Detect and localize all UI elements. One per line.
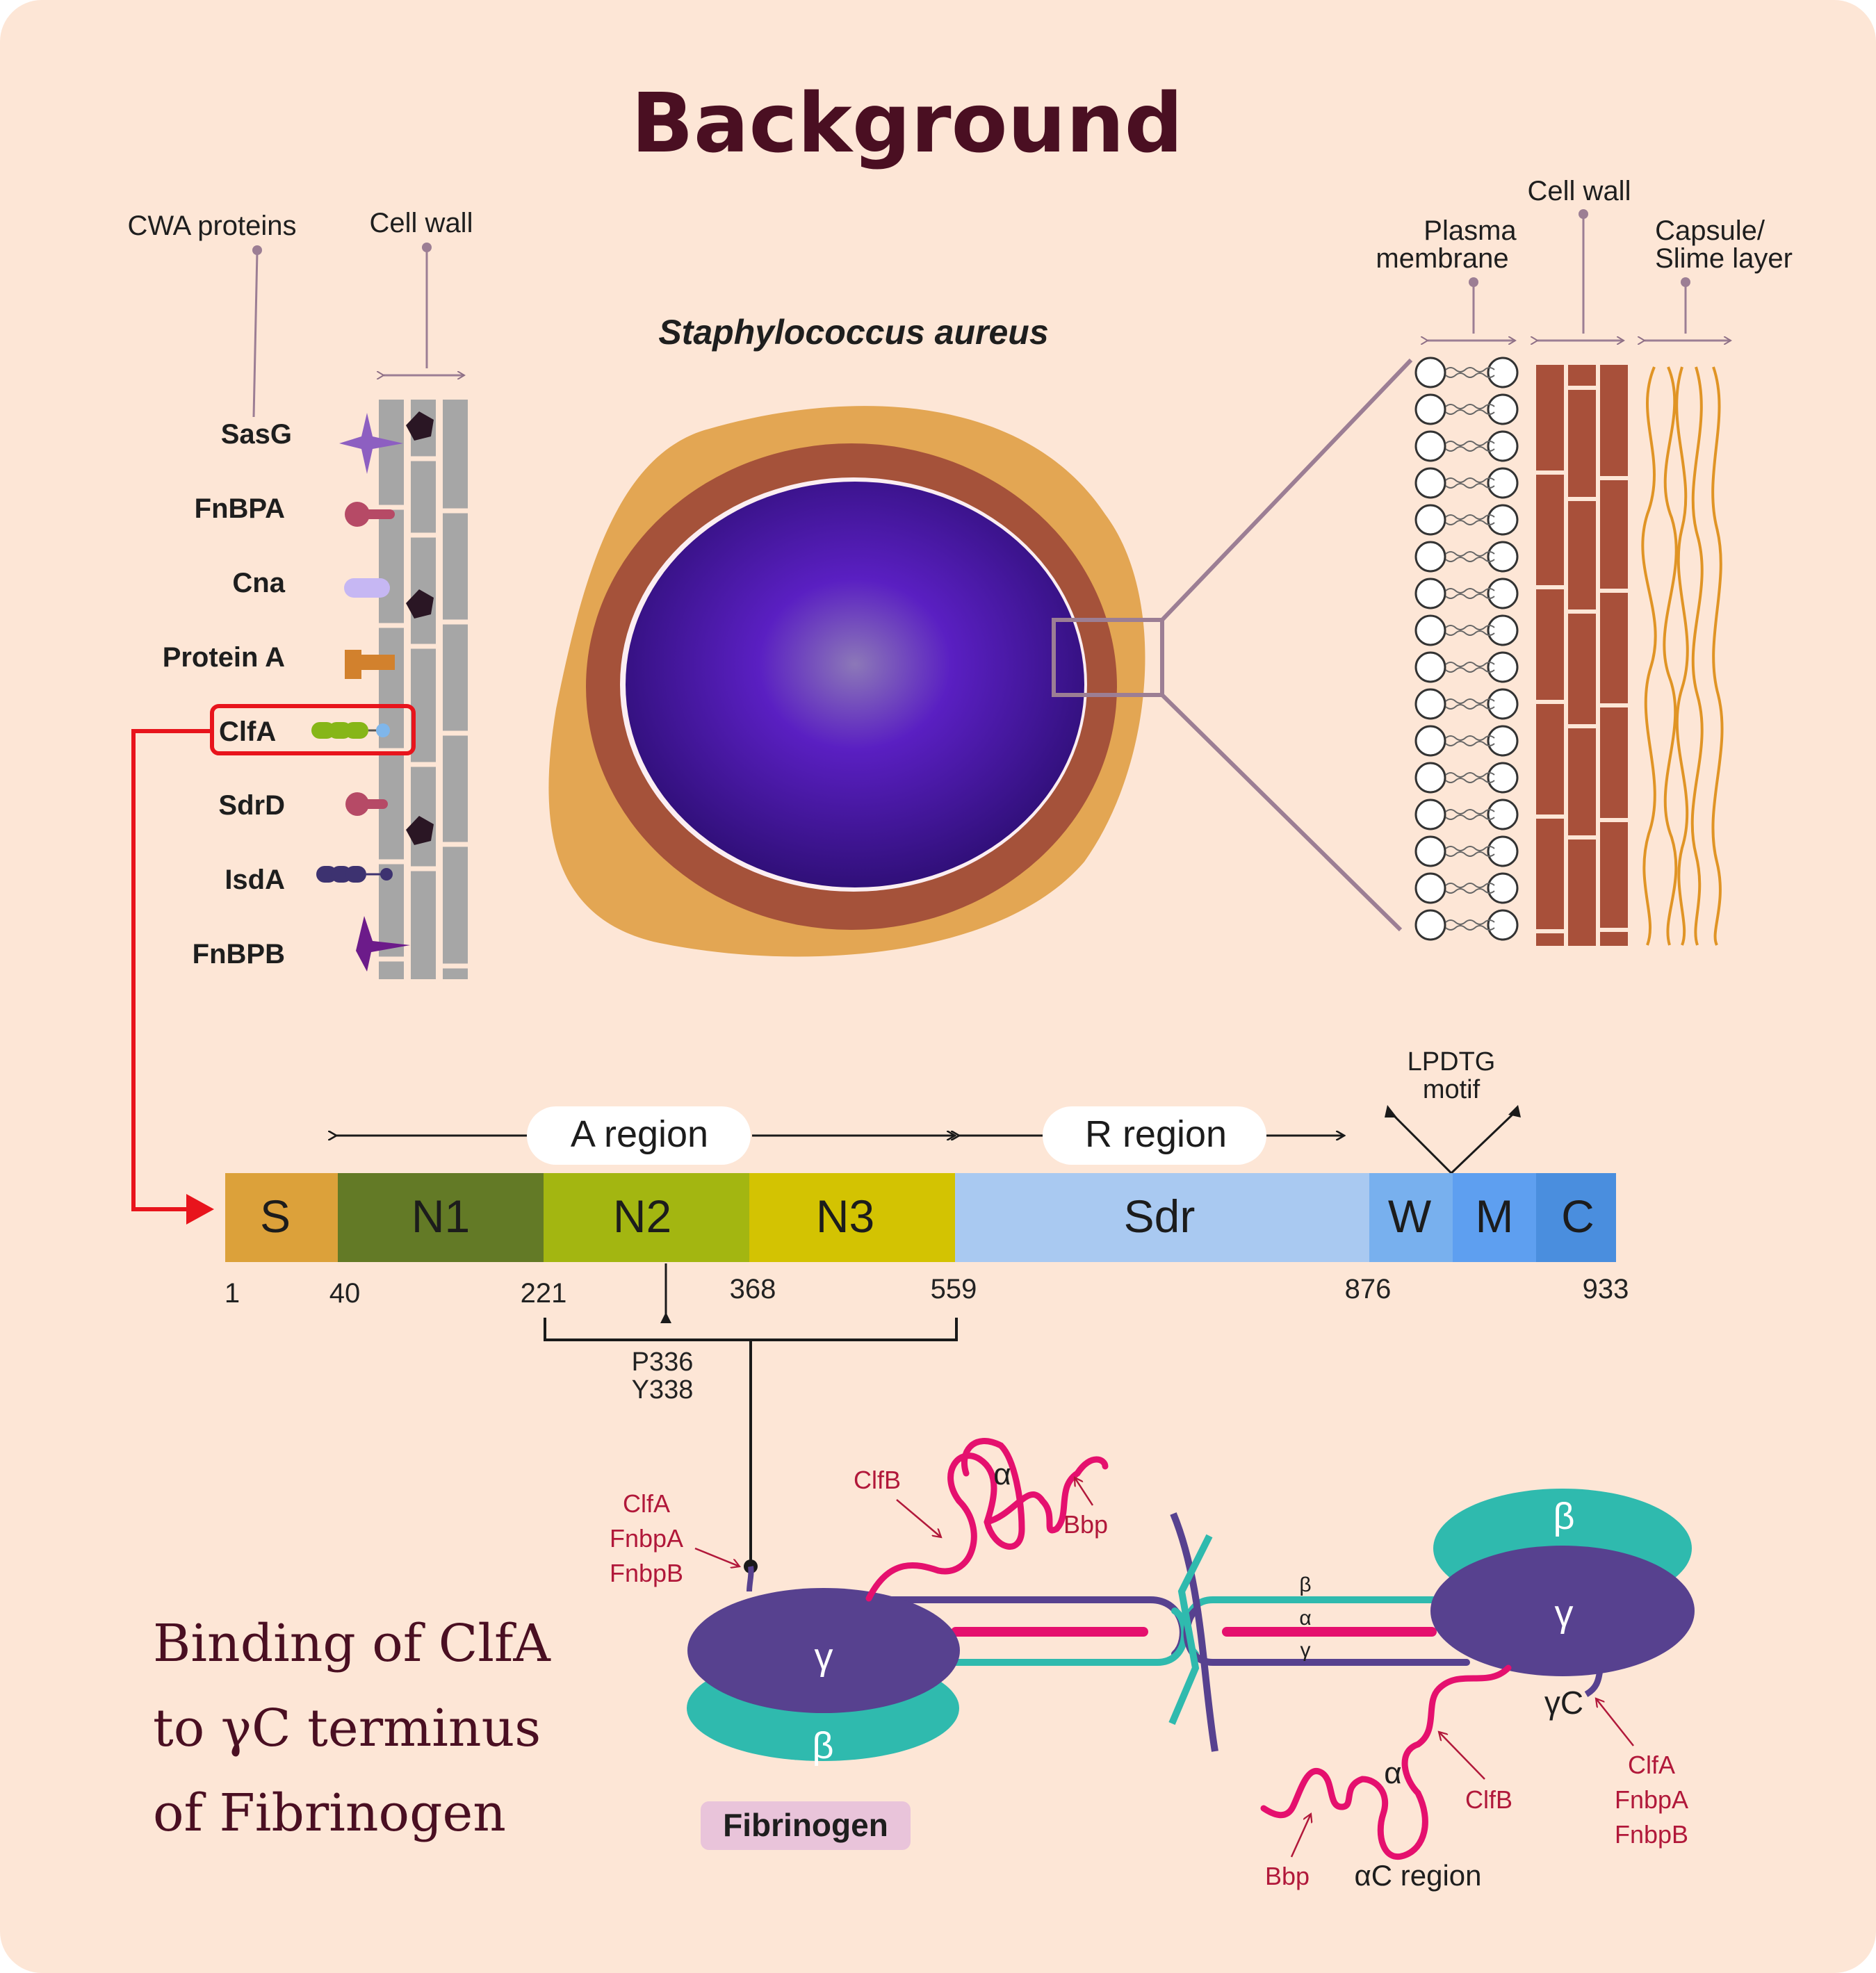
gamma-c-label: γC — [1544, 1685, 1583, 1721]
right-alpha-chain — [1260, 1664, 1512, 1860]
protein-label-sasg: SasG — [221, 419, 292, 450]
phospholipid-bilayer — [1414, 357, 1519, 941]
segment-sdr-label: Sdr — [1124, 1190, 1196, 1242]
right-gamma-domain — [1430, 1546, 1695, 1676]
caption: Binding of ClfA to γC terminus of Fibrin… — [153, 1614, 551, 1843]
position-368: 368 — [730, 1274, 776, 1304]
binding-annotations: ClfA FnbpA FnbpB ClfB Bbp ClfA FnbpA Fnb… — [610, 1466, 1688, 1890]
segment-n2 — [544, 1173, 749, 1262]
position-876: 876 — [1345, 1274, 1392, 1304]
segment-n2-label: N2 — [613, 1190, 671, 1242]
segment-m — [1453, 1173, 1536, 1262]
segment-m-label: M — [1476, 1190, 1514, 1242]
right-binder-fnbpa: FnbpA — [1615, 1785, 1688, 1814]
protein-a-icon — [345, 650, 395, 679]
clfa-icon — [311, 722, 390, 739]
sdrd-icon — [345, 792, 388, 816]
organism-name: Staphylococcus aureus — [658, 313, 1048, 352]
right-binder-fnbpb: FnbpB — [1615, 1820, 1688, 1849]
protein-label-fnbpa: FnBPA — [195, 493, 285, 524]
page-title: Background — [631, 75, 1183, 171]
right-clfb-label: ClfB — [1465, 1785, 1512, 1814]
segment-n3 — [749, 1173, 955, 1262]
right-binder-clfa: ClfA — [1628, 1751, 1675, 1779]
segment-c-label: C — [1561, 1190, 1594, 1242]
cytoplasm — [626, 482, 1084, 887]
capsule-header: Capsule/Slime layer — [1655, 215, 1793, 274]
protein-label-fnbpb: FnBPB — [193, 939, 285, 969]
left-clfb-label: ClfB — [854, 1466, 901, 1494]
cwa-proteins-header: CWA proteins — [127, 211, 296, 241]
fnbpa-icon — [345, 502, 395, 527]
chain-beta-label: β — [1299, 1573, 1311, 1596]
cell-wall-header: Cell wall — [1528, 176, 1631, 206]
left-bbp-label: Bbp — [1063, 1510, 1108, 1539]
position-221: 221 — [521, 1278, 567, 1309]
left-alpha-label: α — [993, 1457, 1011, 1491]
segment-s-label: S — [260, 1190, 291, 1242]
left-gamma-domain — [687, 1588, 960, 1713]
chain-alpha-label: α — [1299, 1607, 1311, 1630]
segment-c — [1536, 1173, 1616, 1262]
fibrinogen-molecule: γ β α β γ β α γ α γC αC region Fibrinoge… — [687, 1438, 1695, 1892]
protein-label-sdrd: SdrD — [218, 790, 285, 821]
segment-w-label: W — [1388, 1190, 1432, 1242]
position-1: 1 — [225, 1278, 240, 1309]
caption-line-2: to γC terminus — [153, 1698, 541, 1758]
isda-icon — [316, 866, 393, 883]
left-cell-wall-bricks — [379, 400, 468, 979]
alpha-c-region-label: αC region — [1354, 1859, 1481, 1892]
capsule-fibers — [1641, 366, 1724, 946]
segment-s — [225, 1173, 338, 1262]
right-gamma-label: γ — [1555, 1593, 1574, 1635]
position-40: 40 — [329, 1278, 361, 1309]
left-beta-label: β — [812, 1725, 833, 1767]
protein-label-clfa: ClfA — [219, 717, 276, 747]
segment-w — [1369, 1173, 1453, 1262]
clfa-connector-arrow — [131, 729, 214, 1225]
position-559: 559 — [931, 1274, 977, 1304]
r-region-label: R region — [1085, 1113, 1227, 1155]
segment-sdr — [955, 1173, 1369, 1262]
protein-label-cna: Cna — [232, 568, 285, 598]
right-alpha-label: α — [1384, 1756, 1401, 1790]
cell-wall-bricks — [1536, 365, 1628, 946]
left-binder-fnbpb: FnbpB — [610, 1559, 683, 1587]
segment-n1-label: N1 — [411, 1190, 470, 1242]
a-region-label: A region — [571, 1113, 708, 1155]
protein-label-isda: IsdA — [225, 865, 285, 895]
right-beta-label: β — [1553, 1496, 1574, 1537]
right-bbp-label: Bbp — [1265, 1862, 1310, 1890]
position-933: 933 — [1583, 1274, 1629, 1304]
left-alpha-chain — [865, 1438, 1109, 1602]
zoom-box — [1052, 618, 1164, 697]
sasg-star-icon — [339, 413, 403, 474]
left-binder-clfa: ClfA — [623, 1489, 670, 1518]
protein-label-protein-a: Protein A — [163, 642, 285, 673]
fnbpb-icon — [356, 916, 410, 972]
bacterium-cell — [548, 358, 1413, 957]
caption-line-3: of Fibrinogen — [153, 1783, 506, 1843]
chain-gamma-label: γ — [1300, 1639, 1311, 1662]
cna-icon — [344, 578, 390, 598]
segment-n3-label: N3 — [816, 1190, 874, 1242]
left-gamma-label: γ — [815, 1636, 833, 1678]
fibrinogen-label: Fibrinogen — [723, 1807, 888, 1843]
caption-line-1: Binding of ClfA — [153, 1614, 551, 1673]
segment-n1 — [338, 1173, 544, 1262]
left-cell-wall-header: Cell wall — [370, 208, 473, 238]
cwa-panel: CWA proteins Cell wall SasG — [127, 208, 473, 979]
left-binder-fnbpa: FnbpA — [610, 1524, 683, 1553]
